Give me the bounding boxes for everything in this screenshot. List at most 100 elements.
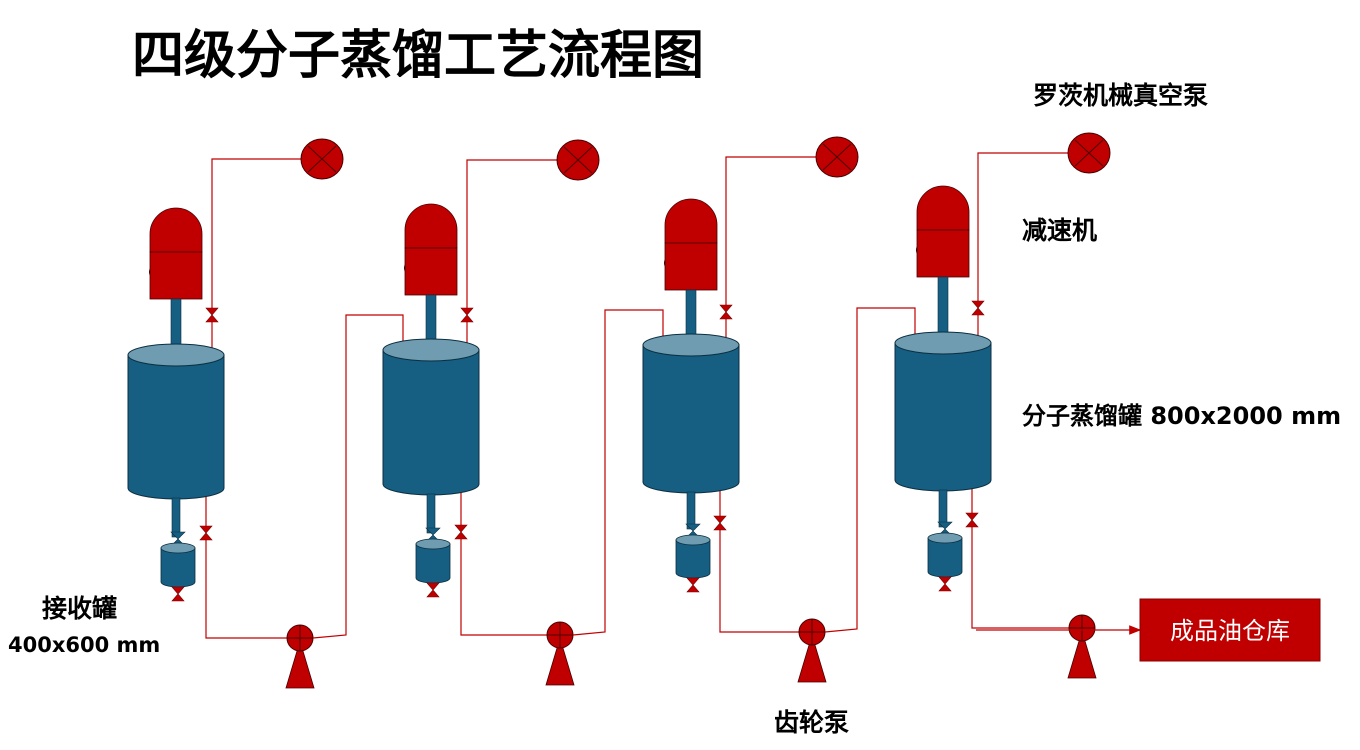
outlet-pipe [686,491,696,530]
motor-body [149,251,203,300]
receiver-label: 接收罐 [42,594,117,623]
valve-icon [454,524,468,540]
tank-top [894,331,992,355]
tank-body [127,354,225,500]
gear-pump-icon [797,618,827,683]
vacuum-pump-x [307,145,337,173]
storage-box [1139,598,1321,662]
still-tank-icon [127,343,225,547]
unit-4 [894,132,1111,679]
valve-upper [426,582,440,591]
valve-upper [938,576,952,585]
receiver-tank-icon [160,542,196,602]
gear-pump-base [1067,629,1097,679]
receiver-body [160,547,196,588]
pipe-line [572,309,664,636]
motor-dome [664,198,718,244]
tank-body [382,349,480,496]
valve-upper [971,300,985,309]
valve-icon [713,515,727,531]
page-title: 四级分子蒸馏工艺流程图 [132,26,704,86]
pipe-line [725,156,816,345]
valve-lower [171,593,185,602]
valve-upper [713,515,727,524]
gear-pump-base [797,633,827,683]
valve-lower [713,522,727,531]
gear-pump-base [285,639,315,689]
outlet-valve [170,531,186,540]
outlet-pipe [171,497,181,538]
unit-2 [382,139,664,686]
reducer-motor-icon [664,198,718,348]
pipe-line [460,484,548,636]
outlet-pipe [938,489,948,528]
valve-icon [205,307,219,323]
receiver-top [415,538,451,550]
outlet-pipe [426,493,436,534]
vacuum-pump-icon [300,138,344,180]
valve-icon [965,512,979,528]
pipe-line [719,482,800,633]
reducer-motor-icon [404,203,458,353]
pipe-line [205,488,288,639]
still-label: 分子蒸馏罐 800x2000 mm [1022,402,1341,430]
valve-icon [719,304,733,320]
valve-icon [426,582,440,598]
pipe-line [971,480,1070,629]
vacuum-pump-icon [815,136,859,178]
valve-upper [719,304,733,313]
gear-pump-icon [285,624,315,689]
motor-body [664,242,718,291]
valve-lower [686,584,700,593]
pipe-line [211,158,301,355]
pipe-line [312,314,404,639]
receiver-size-label: 400x600 mm [8,633,160,657]
valve-upper [199,525,213,534]
vacuum-pump-x [563,146,593,174]
receiver-body [415,543,451,584]
unit-1 [127,138,404,689]
valve-icon [171,586,185,602]
valve-lower [426,589,440,598]
reducer-motor-icon [916,185,970,346]
motor-body [404,247,458,296]
vacuum-pump-x [822,143,852,171]
still-tank-icon [382,338,480,543]
valve-lower [454,531,468,540]
vacuum-pump-x [1074,139,1104,167]
valve-icon [460,307,474,323]
reducer-motor-icon [149,207,203,358]
pipe-line [977,152,1068,343]
motor-dome [404,203,458,249]
valve-lower [719,311,733,320]
still-tank-icon [642,333,740,539]
outlet-valve [685,523,701,532]
tank-body [642,344,740,494]
valve-lower [205,314,219,323]
vacuum-pump-label: 罗茨机械真空泵 [1033,81,1208,110]
reducer-label: 减速机 [1022,216,1097,245]
valve-upper [205,307,219,316]
motor-dome [149,207,203,253]
valve-upper [171,586,185,595]
valve-upper [454,524,468,533]
receiver-body [927,537,963,578]
distillation-units [127,132,1111,689]
valve-lower [965,519,979,528]
receiver-top [675,534,711,546]
valve-icon [971,300,985,316]
pipe-line [466,159,557,350]
storage-label: 成品油仓库 [1170,617,1290,645]
motor-dome [916,185,970,231]
valve-icon [199,525,213,541]
tank-top [127,343,225,367]
tank-top [382,338,480,362]
pipe-line [824,307,916,633]
tank-body [894,342,992,492]
valve-upper [460,307,474,316]
still-tank-icon [894,331,992,537]
valve-lower [938,583,952,592]
valve-lower [460,314,474,323]
